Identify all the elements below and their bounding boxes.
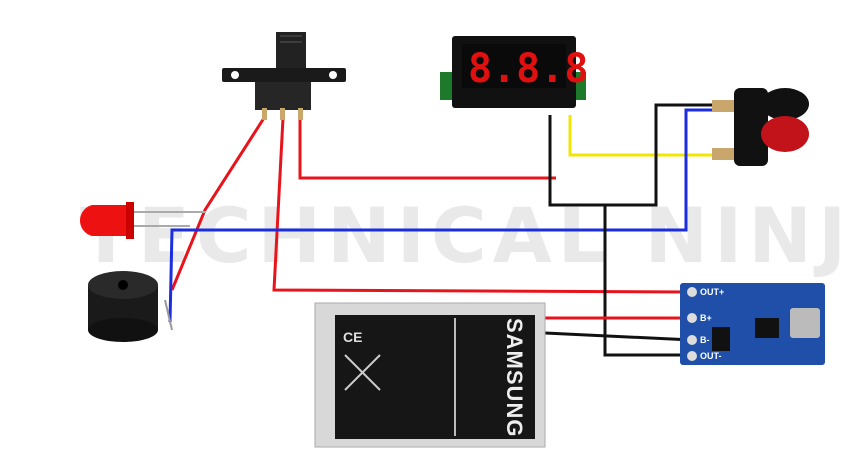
pin-b-minus: B- (700, 335, 710, 345)
pin-out-plus: OUT+ (700, 287, 724, 297)
micro-usb-port (790, 308, 820, 338)
wire-red-switch-outplus (272, 117, 693, 294)
pin-b-plus: B+ (700, 313, 712, 323)
wire-black-battery-bminus (544, 331, 693, 342)
led (79, 202, 206, 239)
recycle-bin-crossed-icon (344, 354, 381, 391)
voltmeter: 8.8.8 (440, 36, 588, 108)
wire-black-ground (603, 205, 692, 357)
wire-black-voltmeter (548, 103, 712, 207)
voltmeter-display: 8.8.8 (468, 46, 588, 92)
pin-out-minus: OUT- (700, 351, 722, 361)
wire-blue-post-led-buzzer (168, 108, 718, 323)
buzzer (88, 271, 173, 342)
wire-yellow-voltmeter-post (568, 115, 718, 157)
battery: SAMSUNG CE (314, 302, 546, 448)
slide-switch (222, 32, 346, 120)
wire-red-switch-buzzer (170, 117, 266, 291)
tp4056-charger-module: OUT+ B+ B- OUT- (680, 283, 825, 365)
ce-mark-icon: CE (343, 329, 362, 345)
wires (168, 103, 718, 357)
battery-brand: SAMSUNG (502, 318, 527, 437)
wire-red-switch-voltmeter (298, 118, 556, 180)
binding-post (712, 88, 809, 166)
